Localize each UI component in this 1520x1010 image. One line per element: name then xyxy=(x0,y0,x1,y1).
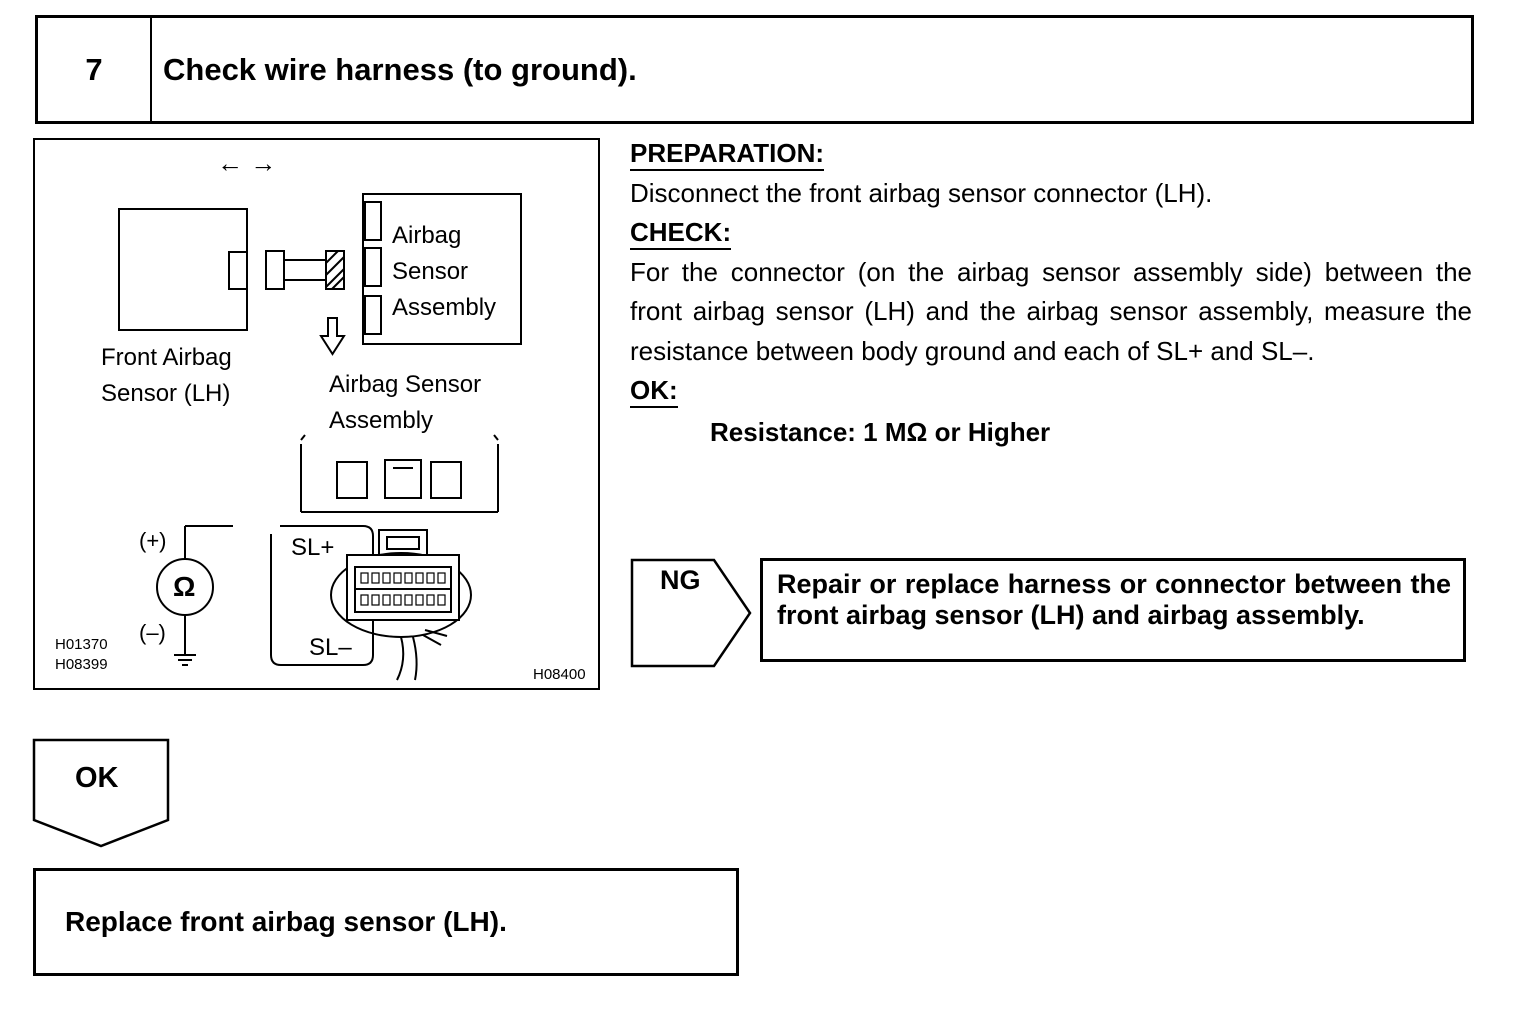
ng-action-box: Repair or replace harness or connector b… xyxy=(760,558,1466,662)
step-header: 7 Check wire harness (to ground). xyxy=(35,15,1474,124)
ok-label: OK xyxy=(75,762,119,794)
front-airbag-sensor-shape xyxy=(118,208,248,331)
figure-code-1: H01370 xyxy=(55,636,108,653)
ng-arrow-shape xyxy=(630,558,752,668)
plus-terminal-label: (+) xyxy=(139,528,167,553)
sensor-connector-shape xyxy=(228,251,248,290)
ng-action-text: Repair or replace harness or connector b… xyxy=(777,569,1451,630)
down-arrow-shape xyxy=(319,317,346,356)
minus-terminal-label: (–) xyxy=(139,620,166,645)
airbag-sensor-assembly-shape xyxy=(362,193,522,345)
ohm-symbol: Ω xyxy=(173,571,196,602)
ok-action-box: Replace front airbag sensor (LH). xyxy=(33,868,739,976)
figure-arrows: ← → xyxy=(217,148,277,178)
front-airbag-sensor-label-line2: Sensor (LH) xyxy=(101,380,231,407)
connector-label-line1: Airbag Sensor xyxy=(329,371,482,398)
assembly-label-line1: Airbag xyxy=(392,222,462,249)
check-heading: CHECK: xyxy=(630,216,732,250)
wiring-diagram: ← → Front Airbag Sensor (LH) Airbag Sens… xyxy=(33,138,600,690)
ok-action-text: Replace front airbag sensor (LH). xyxy=(65,906,507,937)
check-text: For the connector (on the airbag sensor … xyxy=(630,256,1472,366)
sl-minus-label: SL– xyxy=(309,634,352,661)
instructions: PREPARATION: Disconnect the front airbag… xyxy=(630,134,1472,452)
step-title: Check wire harness (to ground). xyxy=(163,51,637,87)
ok-result: Resistance: 1 MΩ or Higher xyxy=(710,416,1051,447)
ng-label: NG xyxy=(660,565,701,595)
preparation-text: Disconnect the front airbag sensor conne… xyxy=(630,177,1213,208)
harness-plug-shape xyxy=(265,250,285,290)
diagram-drawing xyxy=(118,193,522,681)
sl-plus-label: SL+ xyxy=(291,534,335,561)
figure-code-3: H08400 xyxy=(533,666,586,683)
ok-arrow-shape xyxy=(32,738,170,848)
assembly-label-line3: Assembly xyxy=(392,294,497,321)
ok-heading: OK: xyxy=(630,374,678,408)
preparation-heading: PREPARATION: xyxy=(630,137,825,171)
probe-wire-shape xyxy=(270,525,374,666)
figure-code-2: H08399 xyxy=(55,656,108,673)
step-number: 7 xyxy=(38,18,152,121)
connector-label-line2: Assembly xyxy=(329,407,434,434)
assembly-label-line2: Sensor xyxy=(392,258,469,285)
front-airbag-sensor-label-line1: Front Airbag xyxy=(101,344,232,371)
